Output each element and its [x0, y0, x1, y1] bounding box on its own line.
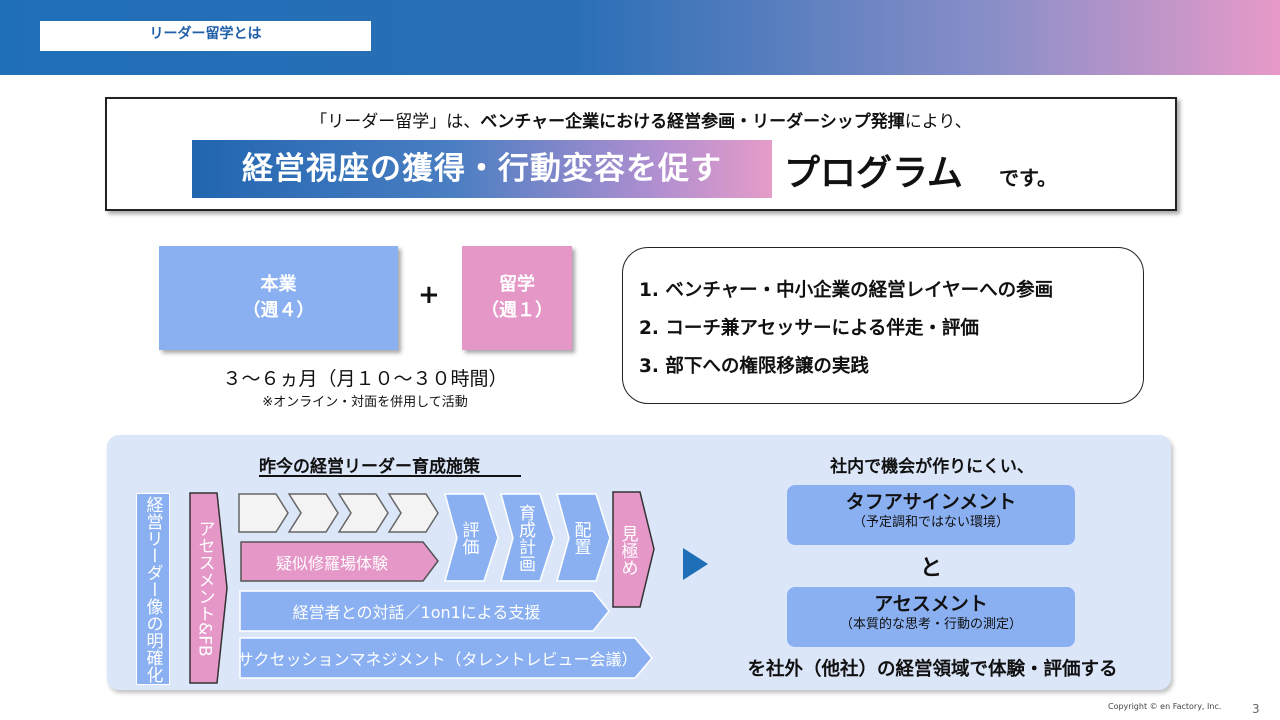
column-assessment-arrow: [189, 492, 228, 684]
intro-desu: です。: [999, 166, 1057, 190]
succession-label: サクセッションマネジメント（タレントレビュー会議）: [237, 650, 638, 669]
mikiwame-box: 見極め: [612, 491, 644, 609]
shura-label: 疑似修羅場体験: [275, 554, 388, 573]
tough-assignment-title: タフアサインメント: [845, 491, 1017, 513]
assessment-arrow-shape: [189, 492, 228, 684]
column-leader-image: 経営リーダー像の明確化: [136, 493, 170, 685]
feature-item-1: 1. ベンチャー・中小企業の経営レイヤーへの参画: [639, 280, 1054, 301]
right-arrow-icon: [683, 548, 708, 580]
column-assessment-label: アセスメント&FB: [194, 519, 215, 657]
intro-suffix: により、: [904, 112, 972, 132]
feature-item-3: 3. 部下への権限移譲の実践: [639, 356, 869, 377]
ikusei-label: 育成計画: [515, 504, 535, 572]
ikusei-chevron: [500, 493, 555, 582]
period-note: ※オンライン・対面を併用して活動: [262, 395, 468, 410]
succession-chevron: [239, 637, 653, 679]
assessment-pill: アセスメント （本質的な思考・行動の測定）: [787, 587, 1075, 647]
haichi-chevron: [556, 493, 611, 582]
page-number: 3: [1252, 702, 1260, 716]
main-job-title: 本業: [260, 274, 297, 295]
ikusei-chevron-shape: [500, 493, 555, 582]
dialog-label: 経営者との対話／1on1による支援: [292, 603, 541, 622]
feature-item-2: 2. コーチ兼アセッサーによる伴走・評価: [639, 318, 979, 339]
haichi-chevron-shape: [556, 493, 611, 582]
left-title-underline: [259, 475, 521, 477]
haichi-label: 配置: [570, 521, 591, 555]
period-text: ３～６ヵ月（月１０～３０時間）: [222, 368, 508, 390]
section-title-tab: リーダー留学とは: [40, 21, 371, 51]
succession-chevron-shape: [239, 637, 653, 679]
conclusion-text: を社外（他社）の経営領域で体験・評価する: [747, 659, 1118, 680]
ryugaku-sub: （週１）: [481, 300, 553, 321]
assessment-sub: （本質的な思考・行動の測定）: [839, 617, 1022, 632]
intro-box: 「リーダー留学」は、ベンチャー企業における経営参画・リーダーシップ発揮により、 …: [105, 97, 1177, 211]
ryugaku-title: 留学: [499, 274, 535, 295]
intro-line: 「リーダー留学」は、ベンチャー企業における経営参画・リーダーシップ発揮により、: [107, 107, 1175, 132]
intro-bold: ベンチャー企業における経営参画・リーダーシップ発揮: [480, 112, 905, 132]
column-leader-image-label: 経営リーダー像の明確化: [142, 495, 163, 683]
left-section-title: 昨今の経営リーダー育成施策: [259, 457, 480, 477]
hyoka-box: 評価: [452, 493, 486, 583]
main-job-box: 本業 （週４）: [159, 246, 398, 350]
hyoka-label: 評価: [458, 521, 479, 555]
assessment-title: アセスメント: [874, 593, 988, 615]
feature-list: 1. ベンチャー・中小企業の経営レイヤーへの参画 2. コーチ兼アセッサーによる…: [622, 247, 1144, 404]
right-arrow-shape: [683, 548, 708, 580]
mikiwame-label: 見極め: [617, 524, 638, 576]
tough-assignment-sub: （予定調和ではない環境）: [852, 515, 1009, 530]
dialog-chevron-shape: [239, 590, 610, 632]
column-assessment: アセスメント&FB: [189, 492, 221, 684]
intro-highlight: 経営視座の獲得・行動変容を促す: [192, 140, 772, 198]
ikusei-box: 育成計画: [508, 493, 542, 583]
right-section-title: 社内で機会が作りにくい、: [830, 457, 1034, 477]
shura-chevron-shape: [240, 541, 439, 582]
mikiwame-chevron: [612, 491, 655, 608]
empty-chevron-row: [238, 493, 439, 533]
tough-assignment-pill: タフアサインメント （予定調和ではない環境）: [787, 485, 1075, 545]
mikiwame-chevron-shape: [612, 491, 655, 608]
empty-chevron-2: [287, 493, 339, 533]
ryugaku-box: 留学 （週１）: [462, 246, 572, 350]
intro-prefix: 「リーダー留学」は、: [310, 112, 481, 132]
empty-chevron-1: [238, 493, 289, 533]
hyoka-chevron-shape: [444, 493, 499, 582]
main-job-sub: （週４）: [242, 300, 315, 321]
empty-chevron-4: [387, 493, 439, 533]
copyright: Copyright © en Factory, Inc.: [1108, 702, 1222, 711]
haichi-box: 配置: [564, 493, 598, 583]
shura-chevron: [240, 541, 439, 582]
and-text: と: [919, 556, 942, 581]
hyoka-chevron: [444, 493, 499, 582]
intro-program: プログラム: [784, 153, 963, 194]
empty-chevron-3: [337, 493, 389, 533]
plus-sign: +: [418, 280, 440, 310]
dialog-chevron: [239, 590, 610, 632]
